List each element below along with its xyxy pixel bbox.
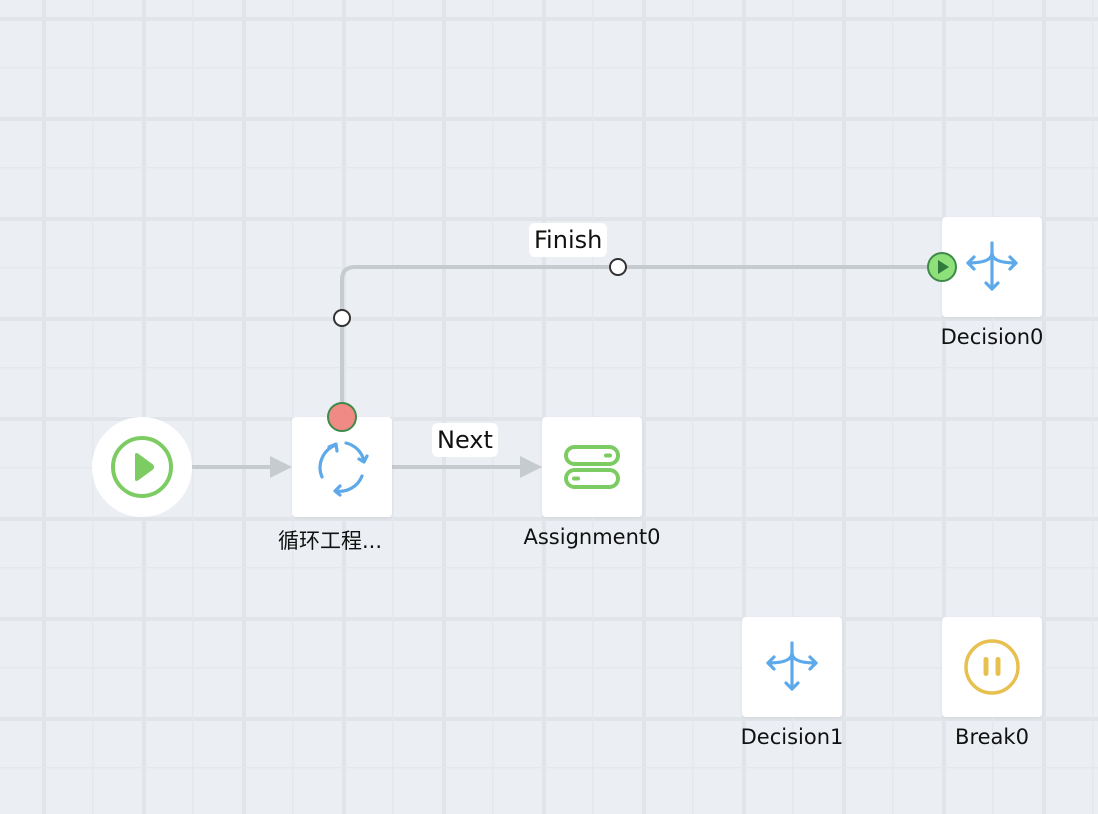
break-node[interactable] bbox=[942, 617, 1042, 717]
decision0-input-port[interactable] bbox=[927, 252, 957, 282]
pause-circle-icon bbox=[964, 639, 1020, 695]
edge-label-next: Next bbox=[432, 423, 498, 457]
edge-start-to-loop[interactable] bbox=[192, 456, 292, 478]
assignment-toggle-icon bbox=[564, 445, 620, 489]
decision1-node[interactable] bbox=[742, 617, 842, 717]
assignment-node-label: Assignment0 bbox=[523, 525, 661, 549]
play-circle-icon bbox=[111, 436, 173, 498]
loop-node[interactable] bbox=[292, 417, 392, 517]
decision0-node-label: Decision0 bbox=[940, 325, 1044, 349]
break-node-label: Break0 bbox=[955, 725, 1029, 749]
loop-node-label: 循环工程... bbox=[277, 529, 383, 553]
edge-loop-to-assignment[interactable] bbox=[392, 456, 542, 478]
arrowhead-icon bbox=[270, 456, 292, 478]
loop-arrows-icon bbox=[318, 441, 369, 497]
decision1-node-label: Decision1 bbox=[740, 725, 844, 749]
decision-split-icon bbox=[766, 641, 818, 691]
arrowhead-icon bbox=[520, 456, 542, 478]
edge-label-finish: Finish bbox=[529, 223, 608, 257]
edge-waypoint-handle[interactable] bbox=[609, 258, 627, 276]
decision-split-icon bbox=[966, 241, 1018, 291]
loop-output-port[interactable] bbox=[327, 402, 357, 432]
assignment-node[interactable] bbox=[542, 417, 642, 517]
edge-loop-to-decision0[interactable] bbox=[340, 265, 930, 416]
decision0-node[interactable] bbox=[942, 217, 1042, 317]
start-node[interactable] bbox=[92, 417, 192, 517]
edge-waypoint-handle[interactable] bbox=[333, 309, 351, 327]
play-icon bbox=[938, 260, 949, 274]
